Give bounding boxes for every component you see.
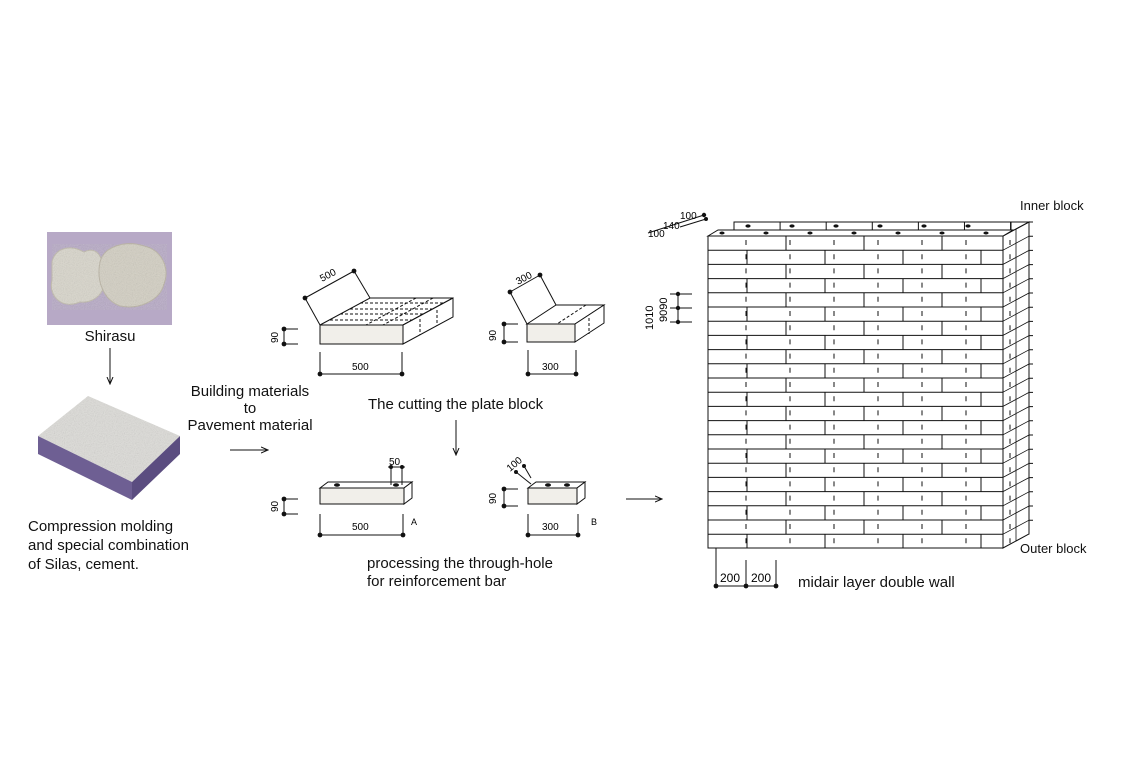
- wall-side-1010: 1010: [644, 306, 656, 330]
- wall-top-100a: 100: [680, 211, 697, 222]
- plate2-w-label: 300: [542, 362, 559, 373]
- blockA-hole-label: 50: [389, 457, 401, 468]
- plate-block-300: [503, 274, 606, 375]
- outer-top-hole: [763, 231, 769, 235]
- inner-block-label: Inner block: [1020, 198, 1084, 213]
- block-b: [503, 465, 587, 536]
- blockB-h-label: 90: [488, 492, 499, 504]
- outer-top-hole: [895, 231, 901, 235]
- outer-top-hole: [719, 231, 725, 235]
- block-a: [283, 466, 414, 536]
- plate1-w-label: 500: [352, 362, 369, 373]
- outer-top-hole: [983, 231, 989, 235]
- cutting-plate-label: The cutting the plate block: [368, 396, 544, 413]
- outer-block-label: Outer block: [1020, 541, 1087, 556]
- wall-bottom-200b: 200: [751, 571, 771, 585]
- paver-photo: [38, 396, 180, 500]
- plate-block-300-dots: [501, 272, 579, 377]
- block-a-dots: [281, 465, 406, 538]
- blockB-w-label: 300: [542, 522, 559, 533]
- blockB-tag: B: [591, 517, 597, 527]
- compression-molding-label: Compression molding and special combinat…: [28, 518, 189, 573]
- blockA-tag: A: [411, 517, 417, 527]
- outer-top-face: [706, 229, 1015, 237]
- building-materials-label: Building materials to Pavement material: [187, 383, 313, 434]
- plate-block-500-dots: [281, 268, 405, 377]
- inner-top-hole: [833, 224, 839, 228]
- plate-block-500: [283, 270, 454, 375]
- blockB-hole-label: 100: [505, 455, 525, 474]
- plate1-h-label: 90: [270, 331, 281, 343]
- midair-wall-label: midair layer double wall: [798, 574, 955, 591]
- inner-top-hole: [965, 224, 971, 228]
- plate2-h-label: 90: [488, 329, 499, 341]
- inner-top-hole: [921, 224, 927, 228]
- double-wall: 100 140 100 1010 9090 200 200: [644, 211, 1033, 589]
- shirasu-photo: [47, 232, 172, 325]
- wall-top-100b: 100: [648, 229, 665, 240]
- outer-top-hole: [939, 231, 945, 235]
- wall-bottom-200a: 200: [720, 571, 740, 585]
- blockA-w-label: 500: [352, 522, 369, 533]
- block-b-dots: [501, 464, 581, 538]
- outer-top-hole: [851, 231, 857, 235]
- wall-dimension-dots: [675, 212, 779, 589]
- inner-top-hole: [745, 224, 751, 228]
- shirasu-label: Shirasu: [84, 328, 136, 345]
- wall-top-140: 140: [663, 221, 680, 232]
- plate1-diag-label: 500: [318, 267, 338, 285]
- plate2-diag-label: 300: [514, 270, 534, 288]
- blockA-h-label: 90: [270, 500, 281, 512]
- wall-outer-layer: [706, 229, 1015, 560]
- inner-top-hole: [877, 224, 883, 228]
- processing-hole-label: processing the through-hole for reinforc…: [367, 555, 553, 590]
- outer-top-hole: [807, 231, 813, 235]
- inner-top-hole: [789, 224, 795, 228]
- wall-side-9090: 9090: [658, 298, 670, 322]
